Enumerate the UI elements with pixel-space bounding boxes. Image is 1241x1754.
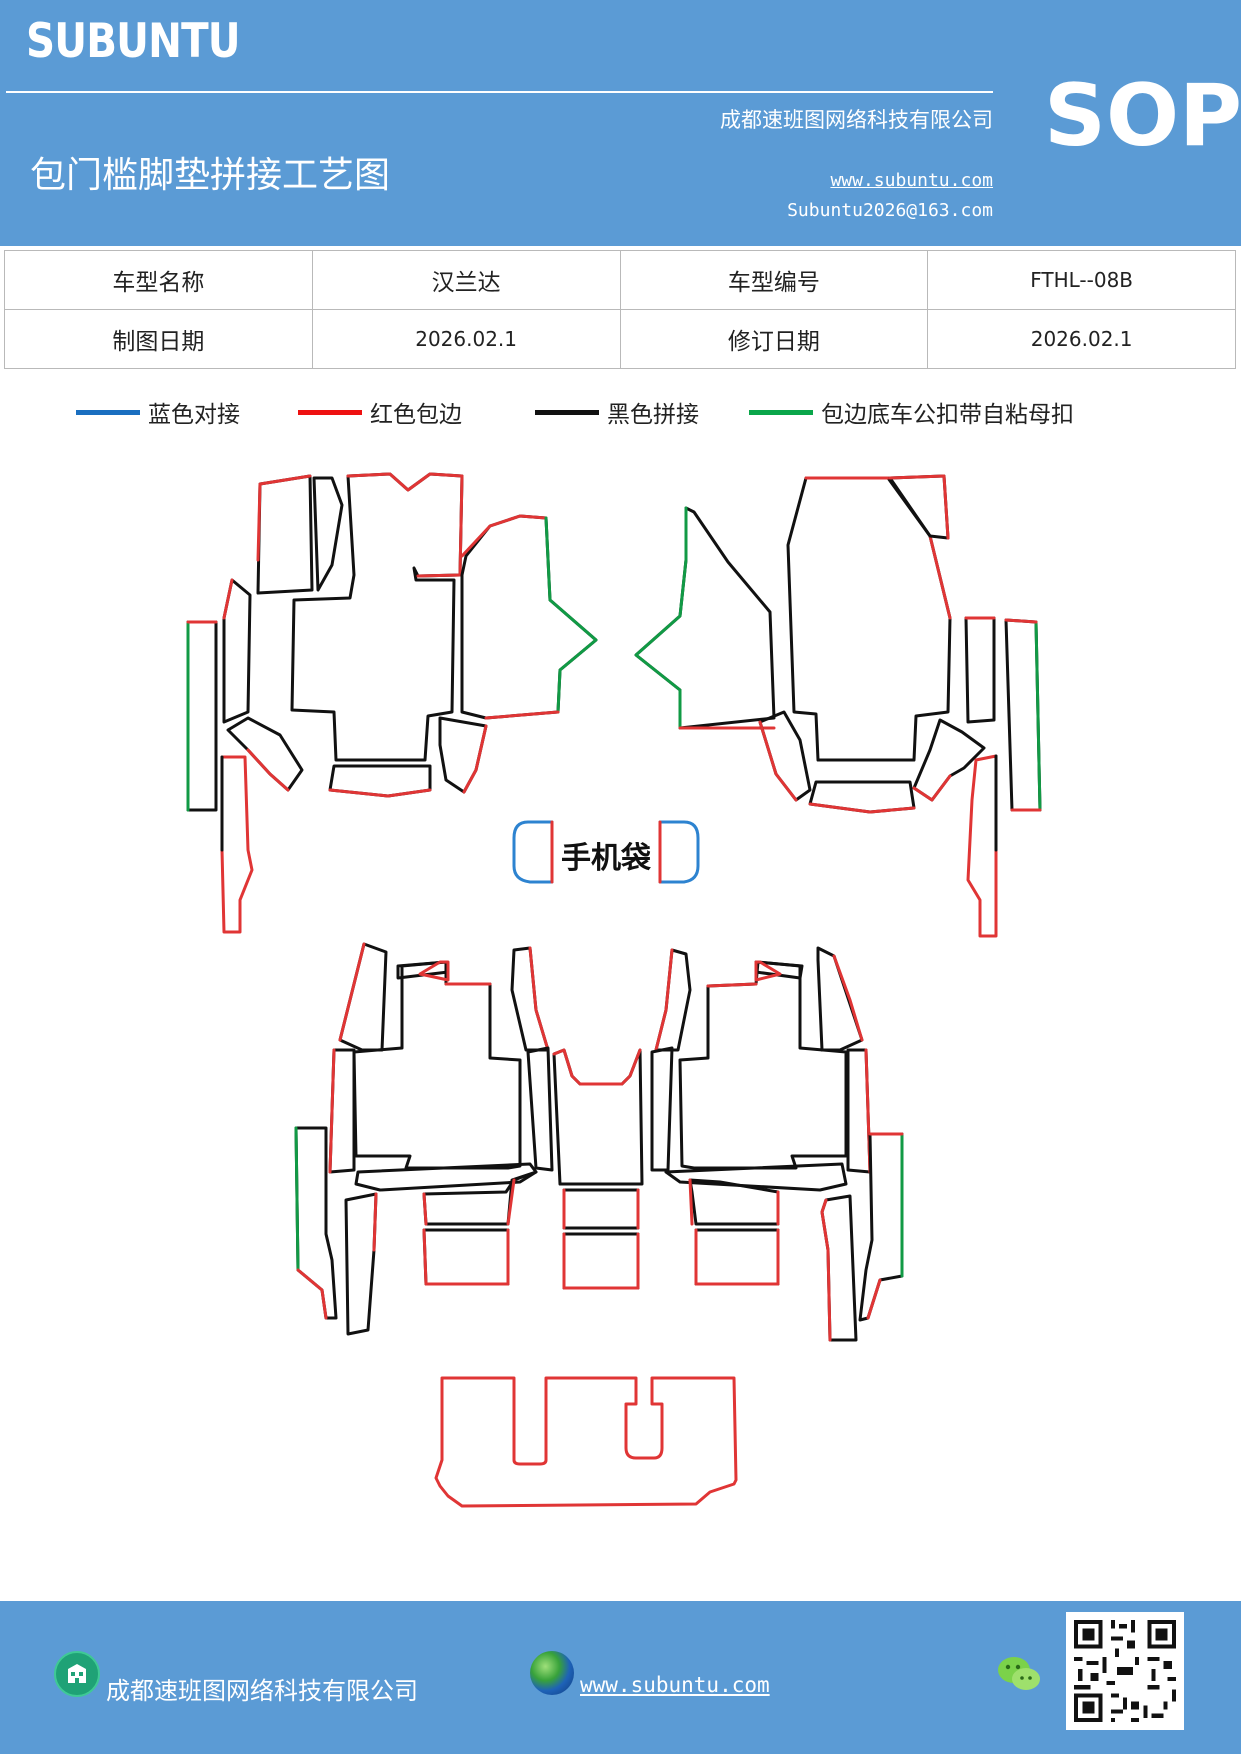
mat-piece xyxy=(664,1162,848,1192)
legend-black-line xyxy=(535,410,599,415)
phone-pocket-label: 手机袋 xyxy=(561,841,651,876)
mat-piece xyxy=(338,942,388,1052)
revise-date-label: 修订日期 xyxy=(619,309,929,369)
legend-black-label: 黑色拼接 xyxy=(607,402,699,428)
legend-red-line xyxy=(298,410,362,415)
mat-piece xyxy=(220,755,254,934)
mat-piece xyxy=(312,476,344,592)
mat-piece xyxy=(650,1046,674,1172)
mat-piece xyxy=(526,1046,554,1172)
mat-piece xyxy=(678,960,848,1170)
legend-green-line xyxy=(749,410,813,415)
mat-piece xyxy=(888,474,950,540)
mat-piece xyxy=(1004,618,1042,812)
header-website-link[interactable]: www.subuntu.com xyxy=(830,170,993,191)
legend-blue-line xyxy=(76,410,140,415)
info-table: 车型名称 汉兰达 车型编号 FTHL--08B 制图日期 2026.02.1 修… xyxy=(4,250,1236,369)
mat-piece xyxy=(786,476,952,762)
sop-label: SOP xyxy=(1044,66,1241,166)
mat-piece xyxy=(966,754,998,938)
mat-piece xyxy=(422,1228,510,1286)
table-row: 制图日期 2026.02.1 修订日期 2026.02.1 xyxy=(4,309,1236,369)
mat-piece xyxy=(562,1232,640,1290)
header: SUBUNTU 成都速班图网络科技有限公司 包门槛脚垫拼接工艺图 www.sub… xyxy=(0,0,1241,246)
brand-logo: SUBUNTU xyxy=(26,14,241,69)
mat-piece xyxy=(418,960,450,982)
mat-piece xyxy=(634,506,776,730)
mat-piece xyxy=(816,946,864,1052)
phone-pocket-right xyxy=(658,820,700,884)
phone-pocket-left xyxy=(512,820,554,884)
document-title: 包门槛脚垫拼接工艺图 xyxy=(30,155,391,196)
row1-right-mats xyxy=(634,474,1042,938)
mat-piece xyxy=(460,514,598,720)
legend-green-label: 包边底车公扣带自粘母扣 xyxy=(821,402,1074,428)
legend-blue-label: 蓝色对接 xyxy=(148,402,240,428)
mat-piece xyxy=(422,1170,538,1226)
phone-pocket: 手机袋 xyxy=(512,820,700,884)
model-code-label: 车型编号 xyxy=(619,250,929,310)
mat-piece xyxy=(354,1162,538,1192)
mat-piece xyxy=(694,1228,780,1286)
mat-piece xyxy=(562,1188,640,1230)
legend-red-label: 红色包边 xyxy=(370,402,462,428)
header-email: Subuntu2026@163.com xyxy=(787,200,993,221)
mat-piece xyxy=(186,620,218,812)
row3-mat xyxy=(434,1376,738,1508)
mat-piece xyxy=(858,1132,904,1322)
model-name-label: 车型名称 xyxy=(4,250,313,310)
wechat-icon[interactable] xyxy=(996,1653,1042,1695)
floor-mat-diagram: 手机袋 xyxy=(186,472,1042,1508)
draw-date-value: 2026.02.1 xyxy=(311,309,621,369)
footer-company: 成都速班图网络科技有限公司 xyxy=(106,1677,418,1705)
mat-piece xyxy=(344,1192,378,1336)
row1-left-mats xyxy=(186,472,598,934)
draw-date-label: 制图日期 xyxy=(4,309,313,369)
globe-icon xyxy=(530,1651,574,1695)
qr-code xyxy=(1066,1612,1184,1730)
mat-piece xyxy=(256,474,314,595)
footer-website-link[interactable]: www.subuntu.com xyxy=(580,1673,770,1697)
table-row: 车型名称 汉兰达 车型编号 FTHL--08B xyxy=(4,250,1236,310)
mat-piece xyxy=(434,1376,738,1508)
mat-piece xyxy=(352,960,522,1170)
mat-piece xyxy=(290,472,464,762)
header-divider xyxy=(6,91,993,93)
row2-mats xyxy=(294,942,904,1342)
model-name-value: 汉兰达 xyxy=(311,250,621,310)
mat-piece xyxy=(226,716,304,792)
building-icon xyxy=(54,1651,100,1697)
footer: 成都速班图网络科技有限公司 www.subuntu.com xyxy=(0,1601,1241,1754)
mat-piece xyxy=(552,1048,644,1186)
mat-piece xyxy=(964,616,996,724)
model-code-value: FTHL--08B xyxy=(927,250,1236,310)
header-company: 成都速班图网络科技有限公司 xyxy=(720,108,993,132)
revise-date-value: 2026.02.1 xyxy=(927,309,1236,369)
